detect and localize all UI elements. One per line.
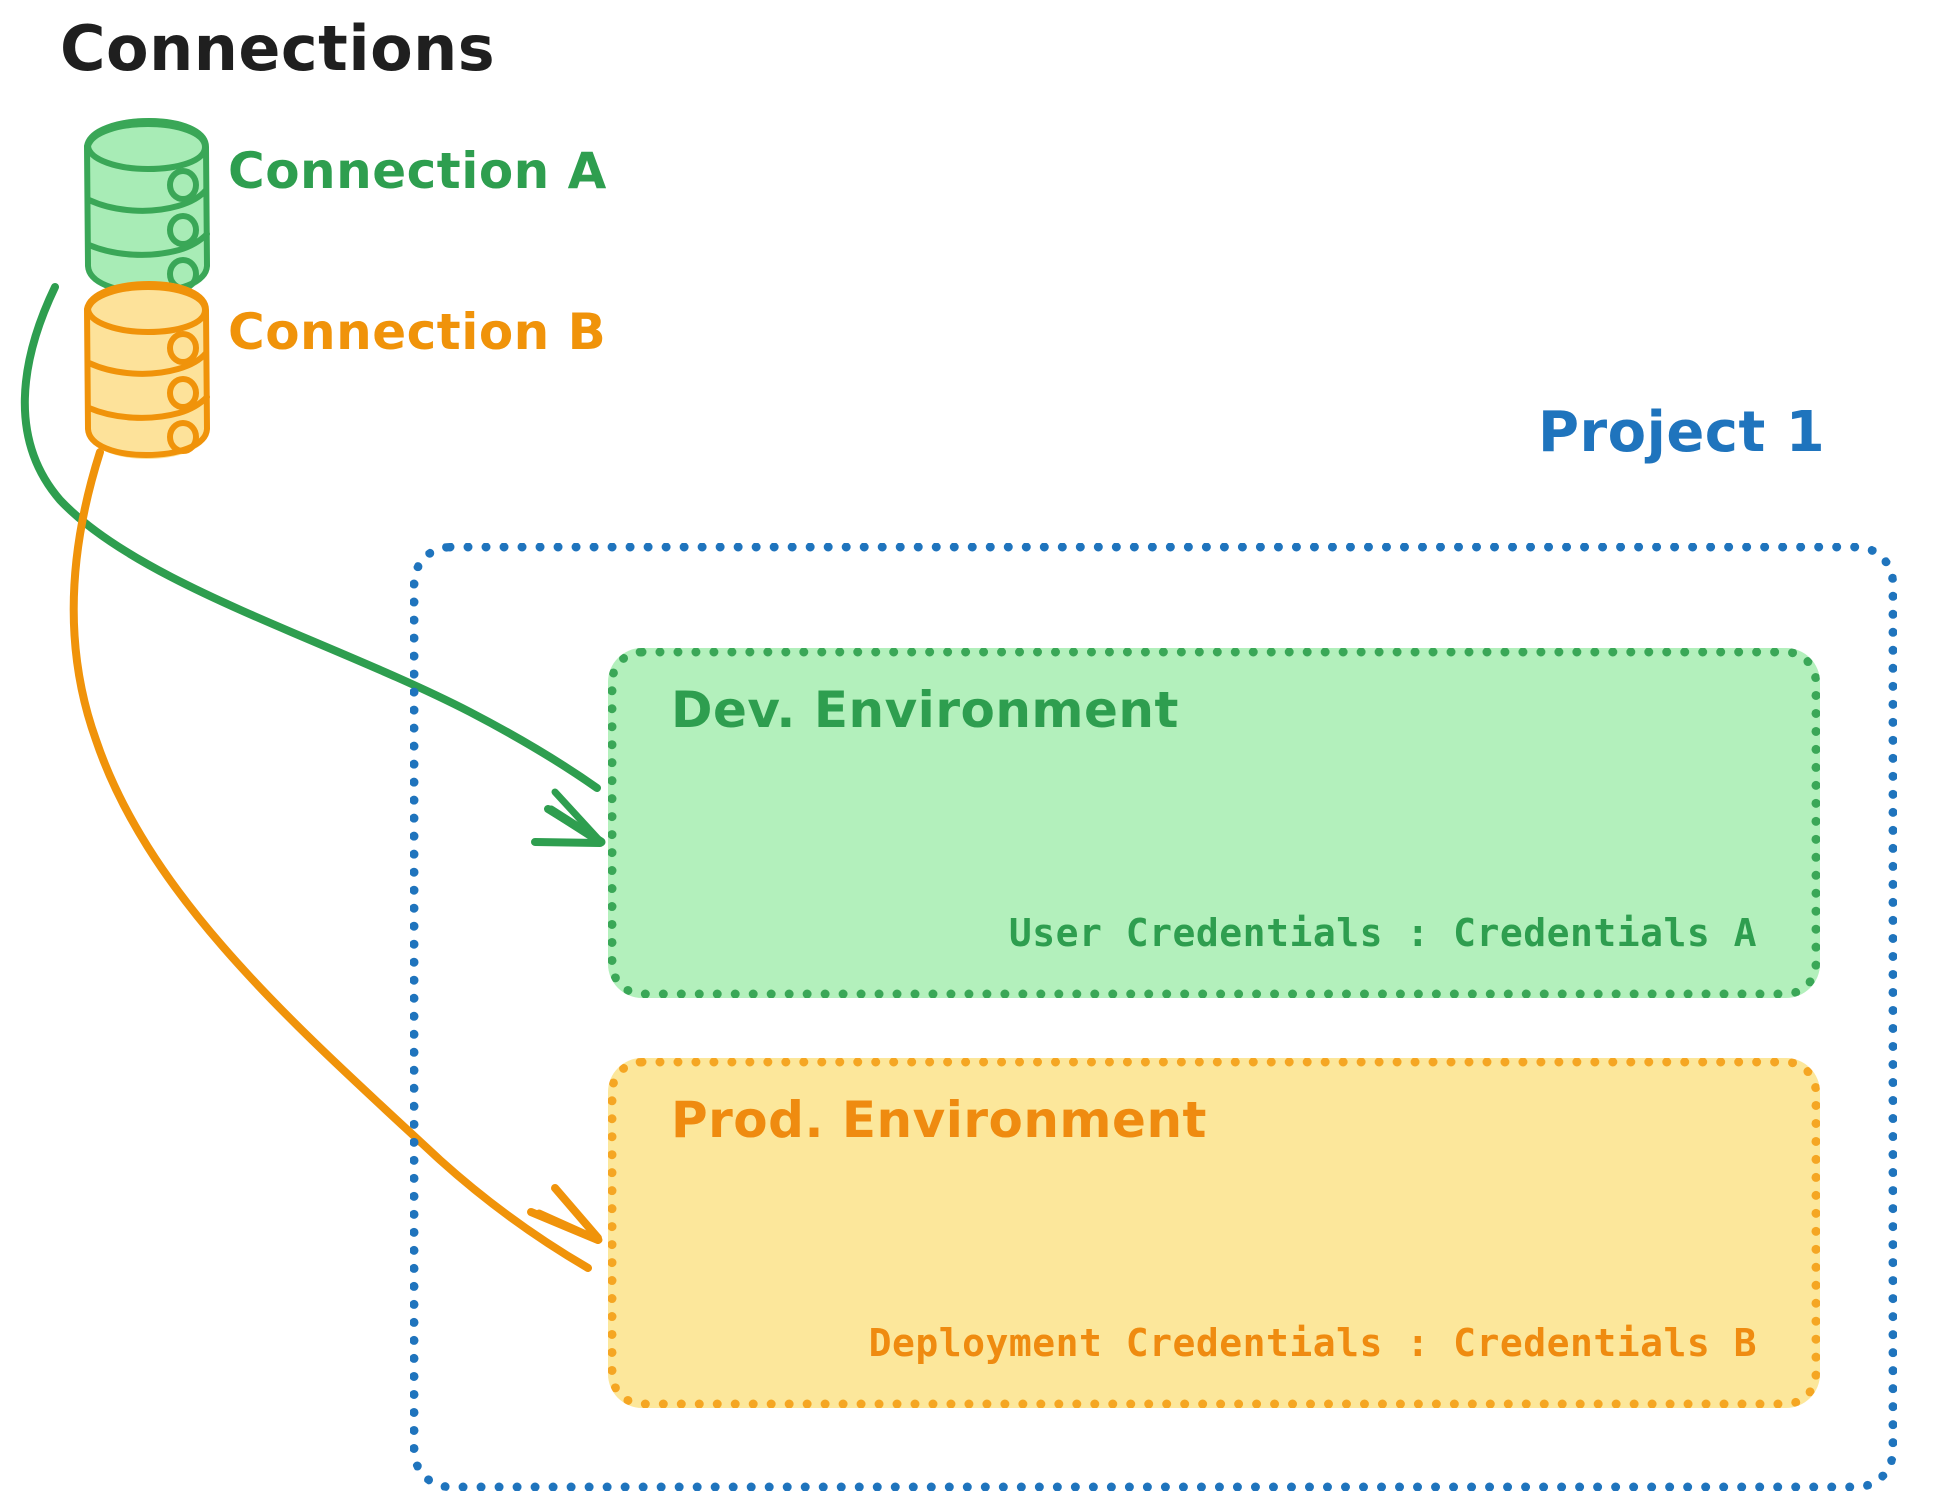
database-cylinder-icon-a (84, 118, 210, 296)
project-title: Project 1 (1538, 400, 1826, 465)
page-title: Connections (60, 12, 496, 85)
prod-environment-title: Prod. Environment (671, 1091, 1207, 1149)
project-container (410, 543, 1897, 1491)
database-cylinder-icon-b (84, 281, 210, 459)
dev-environment-title: Dev. Environment (671, 681, 1179, 739)
prod-environment-box: Prod. Environment Deployment Credentials… (608, 1058, 1820, 1408)
dev-environment-credentials: User Credentials : Credentials A (1008, 911, 1757, 955)
dev-environment-box: Dev. Environment User Credentials : Cred… (608, 648, 1820, 998)
connection-a-label: Connection A (228, 142, 607, 200)
prod-environment-credentials: Deployment Credentials : Credentials B (868, 1321, 1757, 1365)
connection-b-label: Connection B (228, 303, 607, 361)
